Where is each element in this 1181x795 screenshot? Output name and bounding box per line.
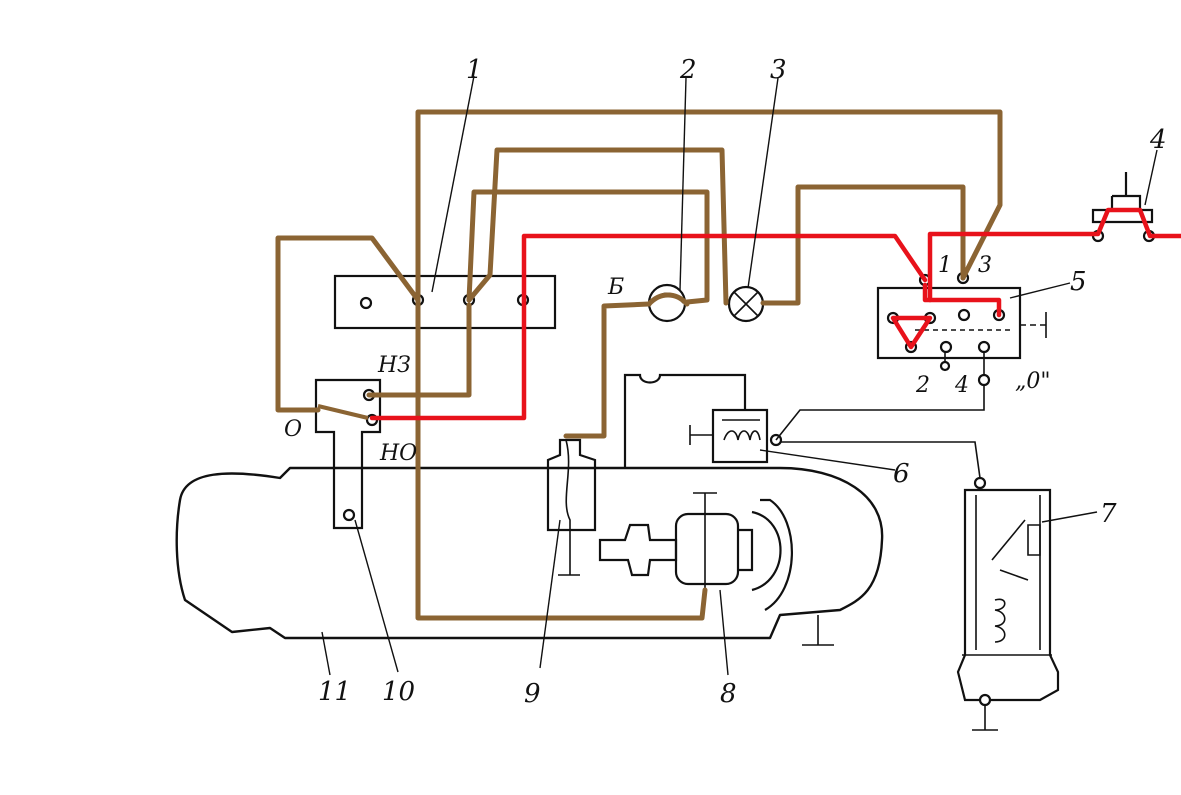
- wire-bulb-hump: [646, 292, 690, 307]
- leader-7: [1041, 511, 1098, 523]
- red-wires: [369, 207, 1181, 421]
- label-b: Б: [607, 275, 624, 300]
- callout-10: 10: [382, 677, 415, 707]
- callout-3: 3: [770, 55, 787, 85]
- thermostat-stub-lines: [944, 352, 985, 375]
- wire-block3-loop: [466, 189, 710, 305]
- terminal-block-screw-1: [359, 296, 373, 310]
- leader-9: [539, 519, 561, 669]
- wire-block2-to-lamp: [466, 147, 729, 306]
- leader-8: [719, 589, 729, 676]
- protection-relay-bottom-terminal: [978, 693, 992, 707]
- door-switch-mount: [342, 508, 356, 522]
- protection-relay-ground: [972, 705, 998, 731]
- motor-fan: [751, 498, 793, 611]
- label-relay-3: 3: [978, 253, 992, 278]
- starter-housing: [623, 373, 747, 468]
- leader-4: [1144, 149, 1158, 206]
- wire-relay6-to-relay7: [780, 441, 981, 479]
- callout-5: 5: [1070, 267, 1087, 297]
- lamp-3-cross: [733, 291, 759, 317]
- callout-11: 11: [318, 677, 351, 707]
- thermostat-body: [876, 286, 1022, 360]
- plug-stem: [1110, 172, 1142, 210]
- thermal-relay-bimetal: [558, 439, 580, 576]
- leader-10: [354, 519, 399, 673]
- door-switch-body: [314, 378, 382, 530]
- thermostat-pin-f: [939, 340, 953, 354]
- protection-relay-inner: [962, 495, 1052, 656]
- label-no: НО: [379, 441, 417, 466]
- leader-2: [679, 77, 687, 291]
- label-relay-1: 1: [938, 253, 952, 278]
- wire-red-thermostat-bridge: [922, 282, 1002, 318]
- wire-red-main: [369, 233, 928, 421]
- thermostat-terminal-4: [977, 373, 991, 387]
- callout-2: 2: [679, 55, 697, 85]
- pump-head: [598, 523, 678, 577]
- protection-relay-heater: [1027, 524, 1041, 556]
- starting-relay-coil: [723, 430, 761, 441]
- leader-6: [759, 449, 896, 471]
- leader-11: [321, 631, 331, 676]
- label-nz: НЗ: [377, 353, 411, 378]
- thermostat-pin-g: [977, 340, 991, 354]
- leader-3: [747, 77, 779, 289]
- motor-terminal: [693, 492, 717, 600]
- thermal-relay-body: [546, 438, 597, 532]
- wire-red-triangle: [890, 315, 933, 350]
- callout-9: 9: [524, 679, 541, 709]
- protection-relay-contact: [991, 519, 1029, 581]
- terminal-block: [333, 274, 557, 330]
- protection-relay-body: [956, 488, 1060, 702]
- wire-lamp-to-thermostat: [760, 184, 966, 306]
- label-off-position: „0": [1015, 369, 1051, 394]
- wire-red-plug: [927, 207, 1181, 303]
- wire-bulb-to-thermal: [563, 301, 652, 439]
- thermostat-pin-c: [957, 308, 971, 322]
- wire-relay6-to-thermostat: [775, 385, 985, 441]
- heater-bulb-2: [647, 283, 687, 323]
- wire-switch-to-block: [275, 235, 421, 413]
- motor-shaft: [738, 528, 754, 572]
- label-zero: О: [284, 417, 302, 442]
- callout-7: 7: [1100, 499, 1117, 529]
- protection-relay-coil: [994, 598, 1006, 643]
- compressor-ground: [802, 615, 834, 646]
- thermostat-terminal-2: [939, 360, 951, 372]
- label-relay-4: 4: [954, 373, 969, 398]
- callout-8: 8: [720, 679, 737, 709]
- compressor-housing: [175, 466, 884, 640]
- wire-nz-to-block: [366, 302, 472, 398]
- callout-4: 4: [1149, 125, 1167, 155]
- callout-1: 1: [466, 55, 483, 85]
- starting-relay-contacts: [689, 419, 760, 445]
- callout-6: 6: [893, 459, 910, 489]
- label-relay-2: 2: [915, 373, 930, 398]
- wire-outer-loop: [415, 109, 1003, 621]
- door-switch-blade: [317, 404, 369, 420]
- protection-relay-top-terminal: [973, 476, 987, 490]
- starting-relay-body: [711, 408, 769, 464]
- leader-1: [431, 75, 475, 293]
- leader-5: [1009, 282, 1071, 299]
- brown-wires: [275, 109, 1003, 621]
- motor-body: [674, 512, 740, 586]
